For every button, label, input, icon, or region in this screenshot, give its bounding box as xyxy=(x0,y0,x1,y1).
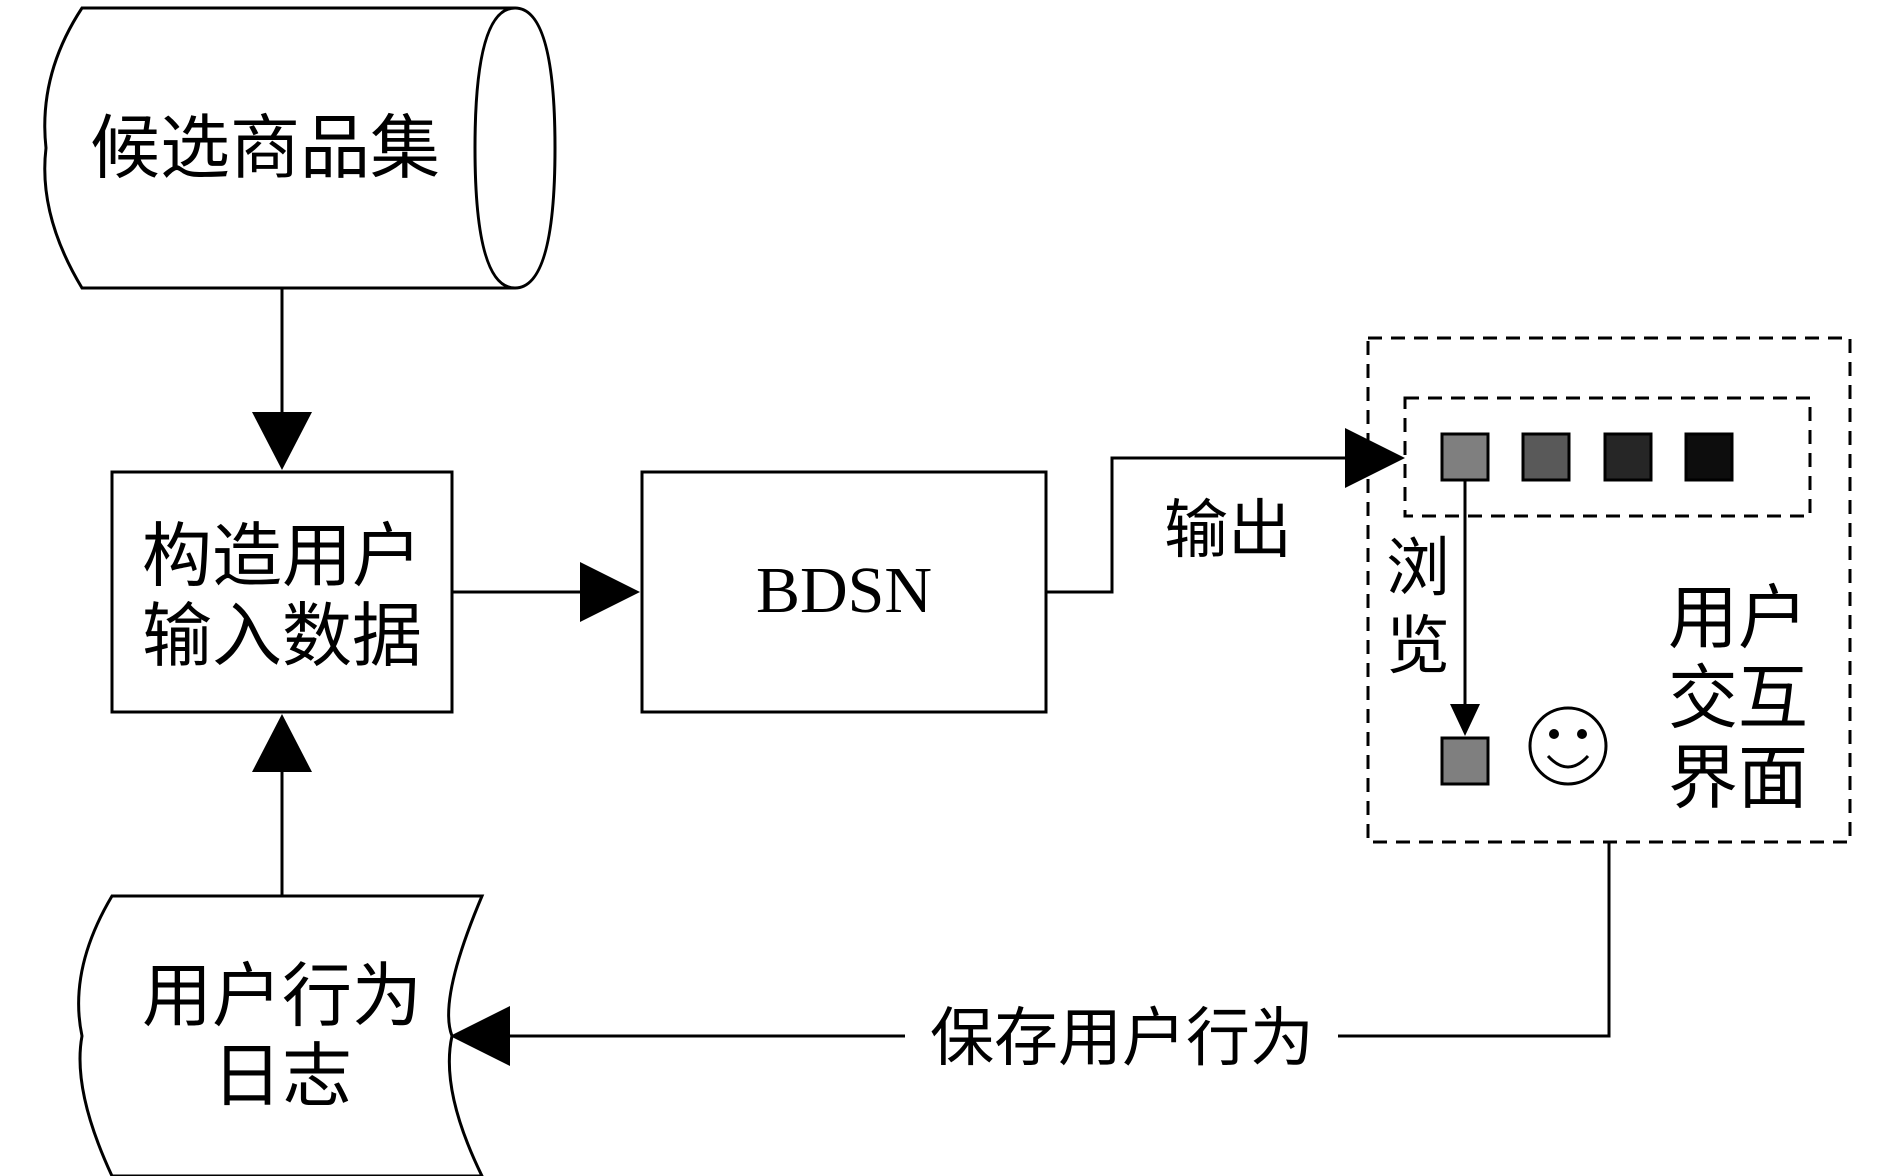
model-label: BDSN xyxy=(756,554,932,627)
save-behavior-label: 保存用户行为 xyxy=(930,1002,1314,1076)
browse-label-line1: 浏 xyxy=(1386,532,1450,606)
behavior-log-label-line2: 日志 xyxy=(212,1035,352,1117)
ui-panel-label-line2: 交互 xyxy=(1668,657,1808,739)
behavior-log-node: 用户行为 日志 xyxy=(77,894,485,1176)
candidate-set-node: 候选商品集 xyxy=(43,6,557,290)
output-label: 输出 xyxy=(1164,494,1292,568)
recommended-list-frame xyxy=(1403,396,1812,518)
model-node: BDSN xyxy=(640,470,1048,714)
behavior-log-label-line1: 用户行为 xyxy=(142,955,422,1037)
build-input-node: 构造用户 输入数据 xyxy=(110,470,454,714)
arrow-log-to-build xyxy=(252,714,312,896)
arrow-model-to-ui: 输出 xyxy=(1046,428,1405,594)
ui-panel-label-line3: 界面 xyxy=(1668,737,1808,819)
ui-panel-node: 浏 览 用户 交互 界面 xyxy=(1366,336,1852,844)
recommended-item-1 xyxy=(1440,432,1490,482)
arrow-ui-to-log: 保存用户行为 xyxy=(450,842,1611,1076)
browsed-item xyxy=(1440,736,1490,786)
build-input-label-line2: 输入数据 xyxy=(142,595,422,677)
arrow-build-to-model xyxy=(452,562,640,622)
build-input-label-line1: 构造用户 xyxy=(142,515,422,597)
recommended-item-2 xyxy=(1521,432,1571,482)
ui-panel-label-line1: 用户 xyxy=(1668,577,1808,659)
smiley-face-icon xyxy=(1528,706,1608,786)
candidate-set-label: 候选商品集 xyxy=(90,107,440,189)
arrow-candidate-to-build xyxy=(252,288,312,470)
recommended-item-4 xyxy=(1684,432,1734,482)
browse-label-line2: 览 xyxy=(1386,610,1450,684)
recommended-item-3 xyxy=(1603,432,1653,482)
